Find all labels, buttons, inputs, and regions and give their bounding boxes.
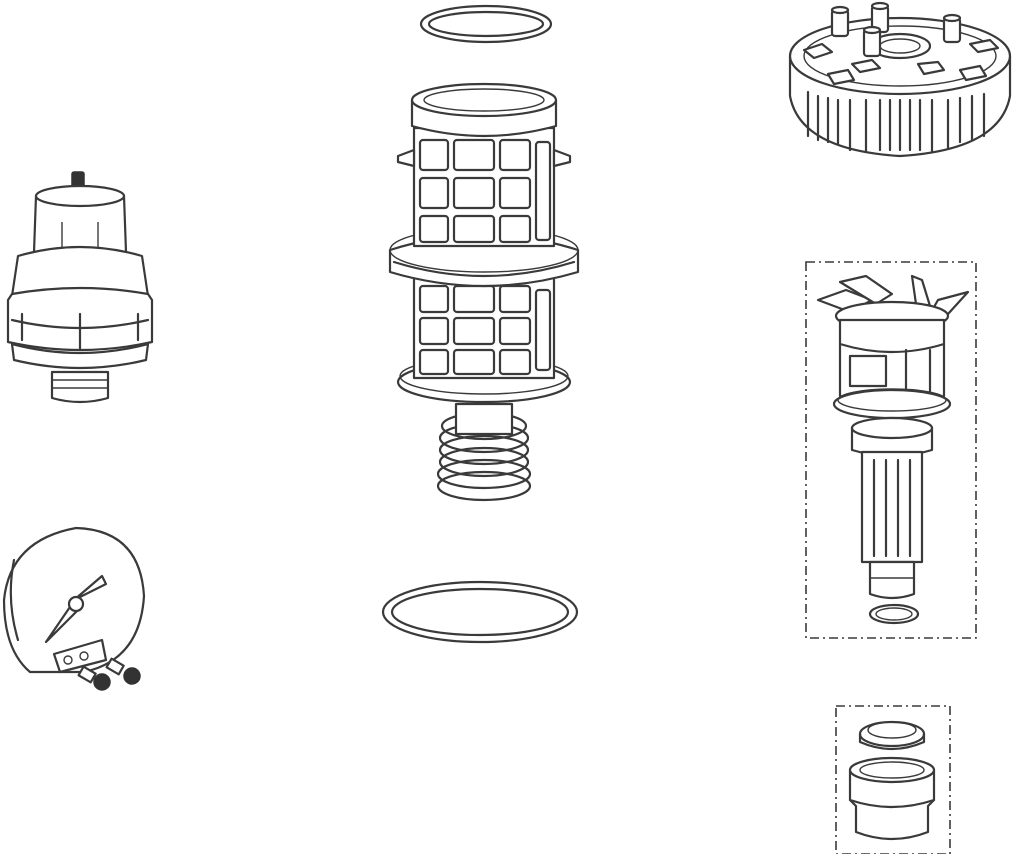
bushing-and-seal-kit xyxy=(835,705,951,854)
bottom-o-ring xyxy=(381,580,579,644)
adjusting-dial-with-screws xyxy=(2,526,146,691)
kit-outline xyxy=(835,705,951,854)
assembly-outline xyxy=(805,261,977,639)
screw-left xyxy=(77,665,111,691)
impeller-housing xyxy=(788,1,1012,158)
air-vent-valve xyxy=(6,171,154,404)
impeller-shaft-assembly xyxy=(805,261,977,639)
spring xyxy=(436,402,532,502)
posts xyxy=(830,1,962,58)
strainer-cage-with-spring xyxy=(388,82,580,502)
screw-right xyxy=(105,657,141,685)
top-o-ring xyxy=(419,4,553,44)
